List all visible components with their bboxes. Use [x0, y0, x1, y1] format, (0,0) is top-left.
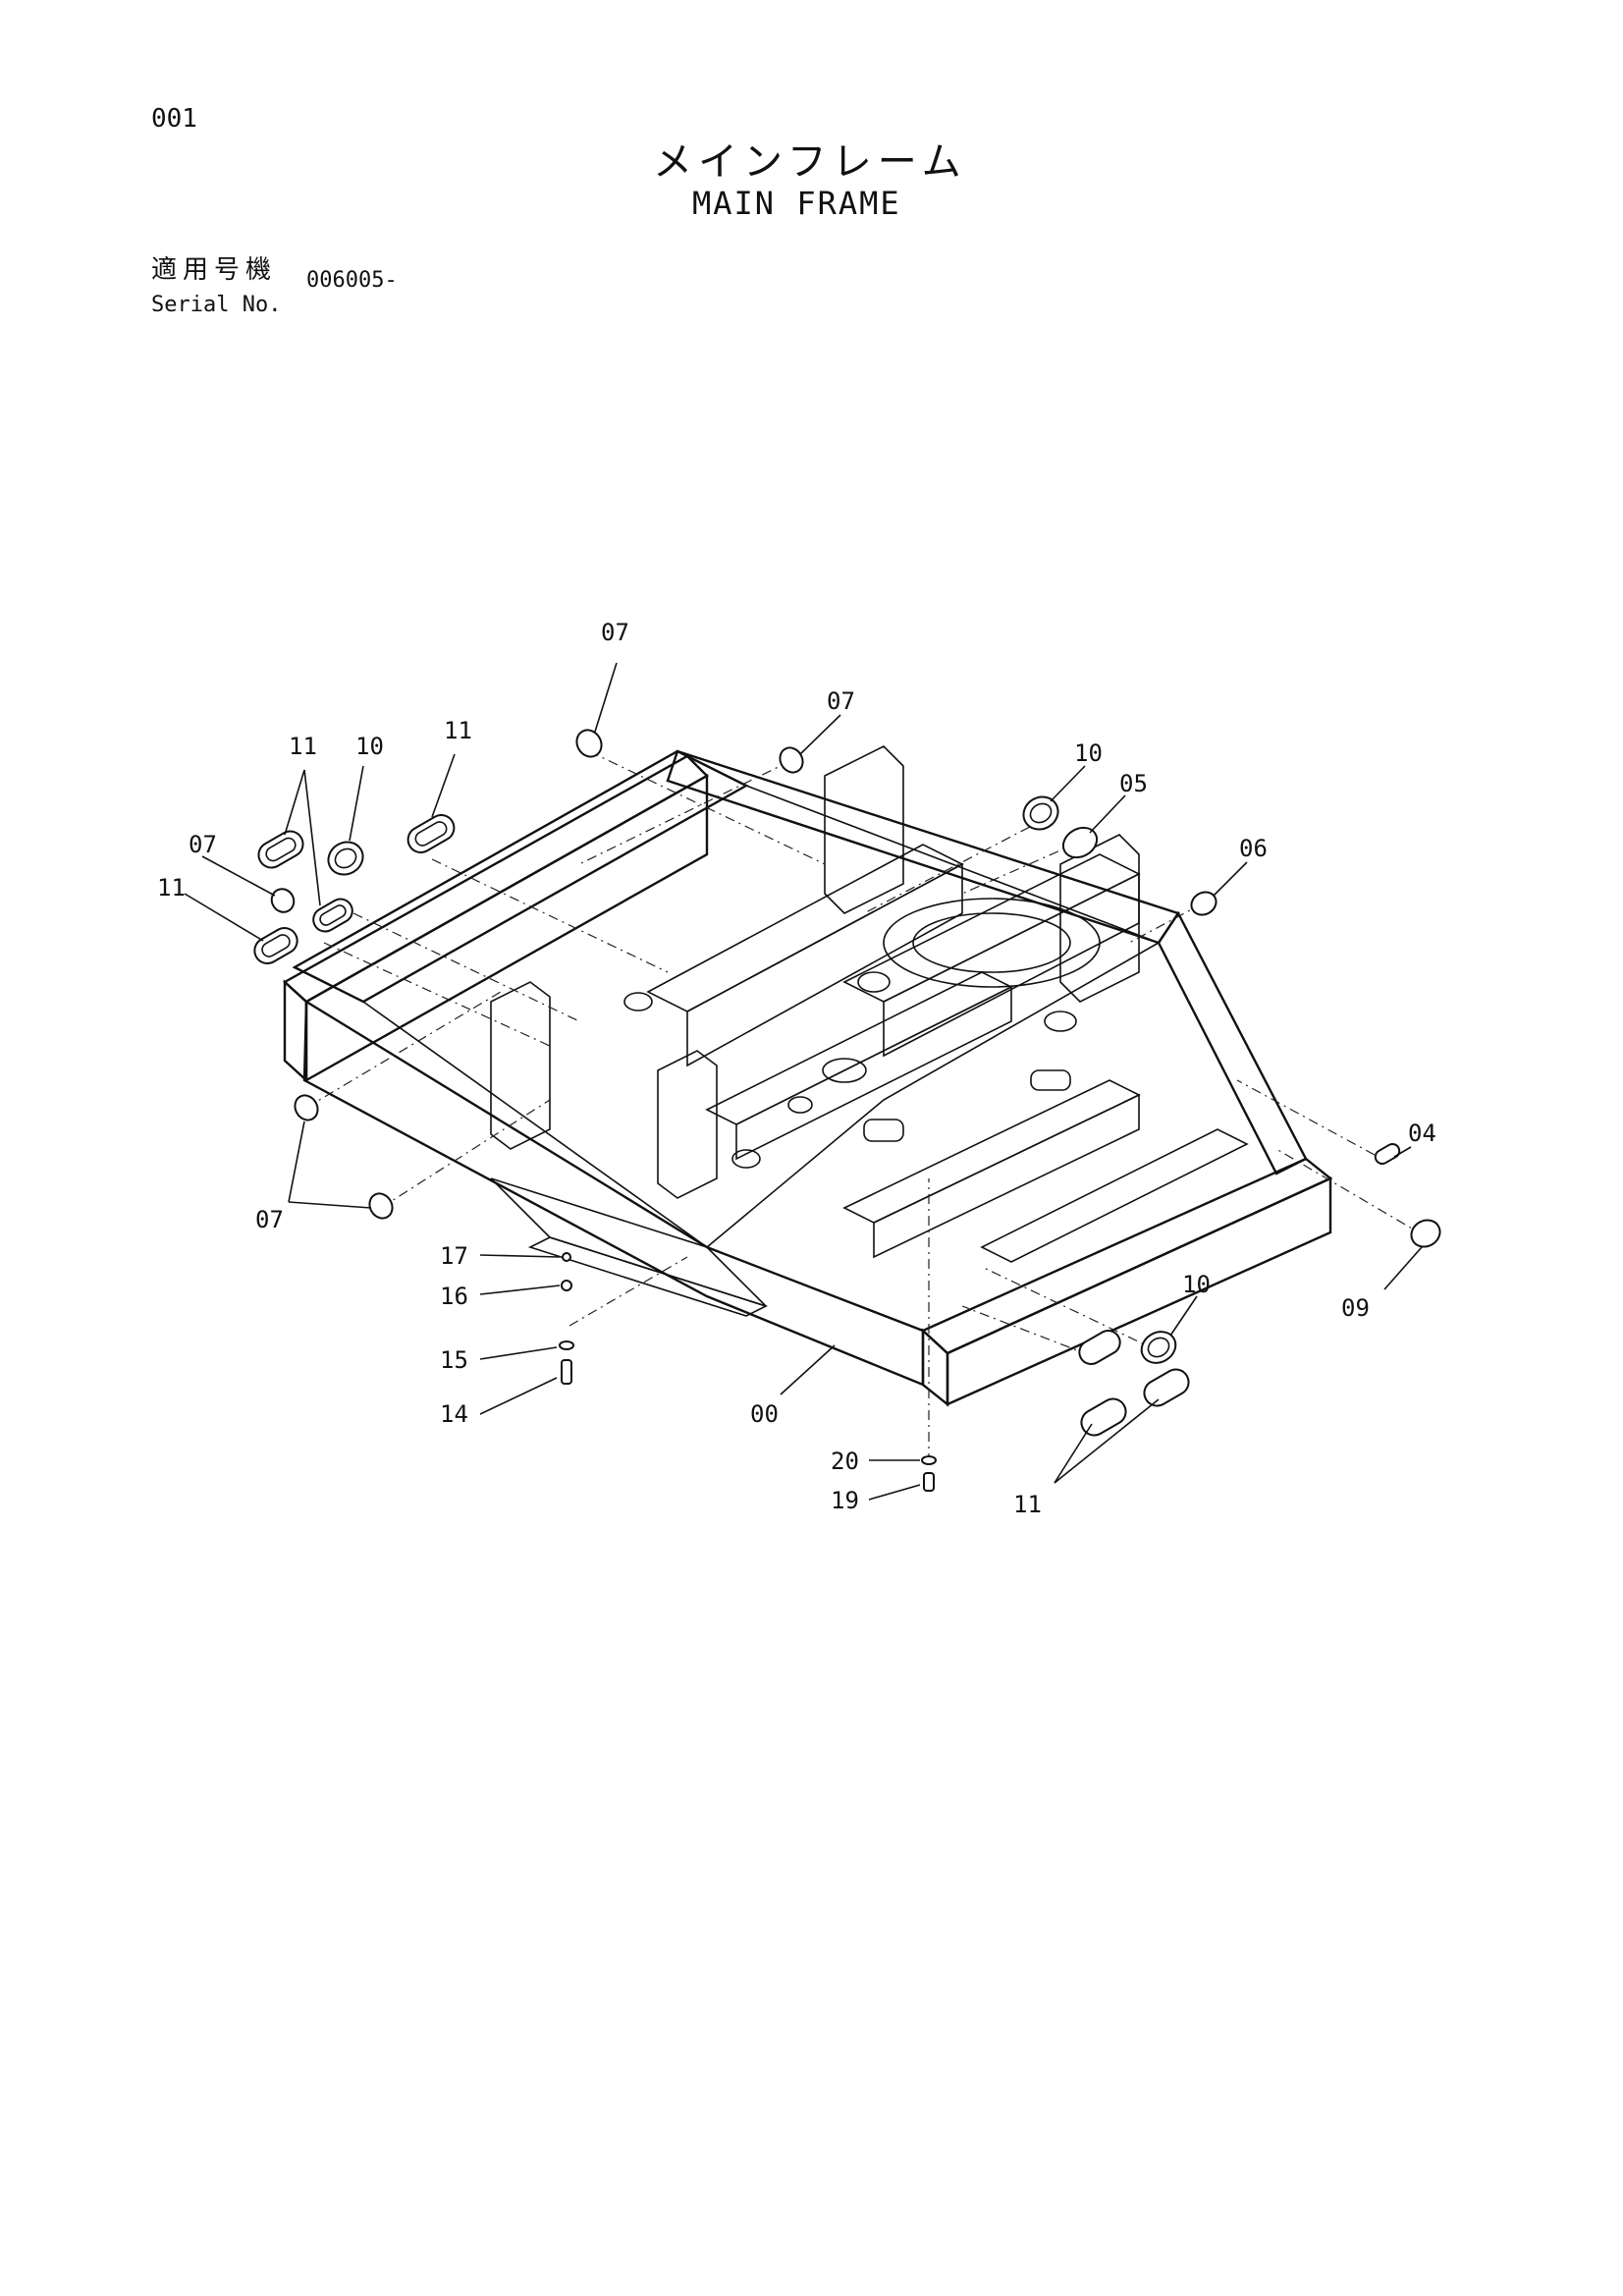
- serial-label-japanese: 適用号機: [151, 255, 278, 285]
- title-english: MAIN FRAME: [692, 185, 901, 222]
- grommet-07-top2: [779, 746, 804, 774]
- main-frame-drawing: [282, 745, 1333, 1407]
- ring-05: [1061, 826, 1099, 859]
- washer-16: [561, 1280, 572, 1291]
- callout-19: 19: [831, 1487, 859, 1514]
- grommet-07-top: [575, 729, 603, 758]
- oval-11-bottom-a: [1078, 1330, 1121, 1365]
- callout-14: 14: [440, 1400, 468, 1428]
- callout-07-top2: 07: [827, 687, 855, 715]
- callout-20: 20: [831, 1448, 859, 1475]
- ring-10-top: [1022, 795, 1059, 831]
- title-japanese: メインフレーム: [653, 139, 967, 185]
- washer-15: [559, 1340, 574, 1350]
- grommet-07-bottom-b: [368, 1192, 394, 1220]
- oval-11-mid: [406, 814, 456, 853]
- oval-11-left: [253, 927, 298, 964]
- ring-10-right: [1140, 1331, 1177, 1364]
- parts: [253, 729, 1441, 1492]
- oval-11-bottom-c: [1143, 1368, 1190, 1407]
- callout-09: 09: [1341, 1294, 1370, 1322]
- callout-07-top: 07: [601, 619, 629, 646]
- oval-11-left-top: [257, 830, 304, 869]
- callout-11-left-top: 11: [289, 733, 317, 760]
- callout-leaders: [184, 662, 1423, 1501]
- callout-07-left: 07: [189, 831, 217, 858]
- cap-09: [1410, 1219, 1441, 1248]
- callout-17: 17: [440, 1242, 468, 1270]
- washer-17: [562, 1252, 571, 1262]
- callout-10-top: 10: [1074, 739, 1103, 767]
- grommet-07-bottom-a: [294, 1094, 319, 1121]
- callout-04: 04: [1408, 1120, 1436, 1147]
- callout-07-bottom: 07: [255, 1206, 284, 1233]
- callout-16: 16: [440, 1283, 468, 1310]
- callout-10-left: 10: [355, 733, 384, 760]
- plug-04: [1374, 1143, 1401, 1165]
- serial-label-english: Serial No.: [151, 293, 282, 317]
- callout-10-right: 10: [1182, 1271, 1211, 1298]
- callout-11-bottom: 11: [1013, 1491, 1042, 1518]
- callout-labels: 07 07 10 05 06 11 10 11 07 11 04 09 07 1…: [157, 619, 1436, 1518]
- bolt-14: [561, 1359, 572, 1385]
- assembly-leader-lines: [305, 750, 1425, 1463]
- page-number: 001: [151, 104, 197, 134]
- grommet-07-left: [270, 888, 296, 913]
- callout-06: 06: [1239, 835, 1268, 862]
- callout-11-mid: 11: [444, 717, 472, 744]
- oval-11-small: [312, 898, 353, 933]
- callout-05: 05: [1119, 770, 1148, 797]
- callout-15: 15: [440, 1346, 468, 1374]
- serial-number-value: 006005-: [306, 268, 398, 293]
- ring-10-left: [327, 841, 364, 876]
- callout-11-left: 11: [157, 874, 186, 902]
- bolt-19: [923, 1472, 935, 1492]
- grommet-06: [1190, 891, 1217, 916]
- washer-20: [921, 1455, 937, 1465]
- callout-00: 00: [750, 1400, 779, 1428]
- oval-11-bottom-b: [1080, 1397, 1127, 1437]
